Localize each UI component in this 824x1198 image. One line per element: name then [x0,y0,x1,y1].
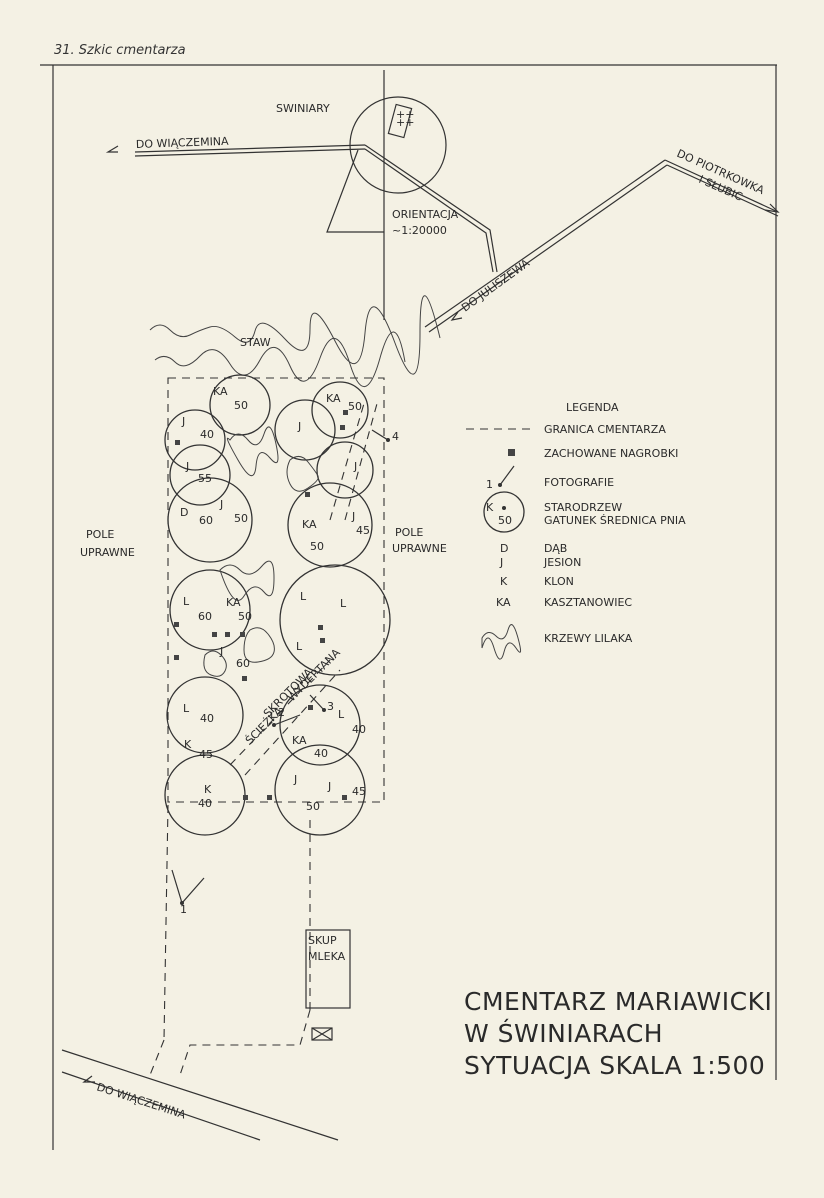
tree-size: 50 [310,540,324,553]
tree-code: KA [302,518,317,531]
field-left-2: UPRAWNE [80,546,135,559]
orientation-scale: ~1:20000 [392,224,447,237]
tree-code: K [204,783,212,796]
tree-code: L [296,640,303,653]
legend-item-boundary: GRANICA CMENTARZA [544,423,666,436]
tree-code: J [351,510,355,523]
milk-point-label-2: MLEKA [308,950,346,963]
tree-code: J [293,773,297,786]
access-path [61,804,351,1141]
tree-size: 40 [352,723,366,736]
svg-text:2: 2 [278,706,285,719]
svg-text:D: D [500,542,508,555]
svg-text:K: K [486,501,494,514]
legend-item-lilac: KRZEWY LILAKA [544,632,633,645]
title-line-3: SYTUACJA SKALA 1:500 [464,1051,765,1080]
legend-item-photos: FOTOGRAFIE [544,476,614,489]
tree-size: 45 [352,785,366,798]
tree-size: 50 [234,399,248,412]
road-label-west-top: DO WIĄCZEMINA [136,135,230,151]
legend-item-old-trees: STARODRZEW [544,501,622,514]
photo-points: 4 2 3 1 [171,429,399,916]
frame [40,64,777,1150]
svg-text:++: ++ [396,108,414,121]
tree-code: J [327,780,331,793]
field-right-1: POLE [395,526,423,539]
page-header: 31. Szkic cmentarza [54,43,186,58]
tree-size: 40 [200,712,214,725]
tree-size: 45 [199,748,213,761]
legend-item-maple: KLON [544,575,574,588]
orientation-label: ORIENTACJA [392,208,459,221]
tree-size: 40 [314,747,328,760]
tree-size: 40 [200,428,214,441]
pond [149,295,441,387]
tree-code: D [180,506,188,519]
field-left-1: POLE [86,528,114,541]
svg-text:3: 3 [327,700,334,713]
svg-text:KA: KA [496,596,511,609]
tree-code: J [219,498,223,511]
village-label: SWINIARY [276,102,330,115]
legend-item-ash: JESION [543,556,581,569]
legend-title: LEGENDA [566,401,619,414]
tree-crowns [164,374,391,836]
svg-text:++: ++ [396,116,414,129]
legend-item-chestnut: KASZTANOWIEC [544,596,632,609]
tree-size: 50 [238,610,252,623]
legend-item-graves: ZACHOWANE NAGROBKI [544,447,678,460]
title-line-2: W ŚWINIARACH [464,1018,663,1048]
location-map: ++ ++ [105,70,780,333]
lilac-shrubs [203,426,319,677]
tree-code: K [184,738,192,751]
tree-size: 60 [198,610,212,623]
tree-size: 50 [348,400,362,413]
tree-code: KA [226,596,241,609]
cemetery-boundary [167,377,385,803]
tree-code: L [340,597,347,610]
tree-code: J [219,645,223,658]
svg-text:K: K [500,575,508,588]
field-right-2: UPRAWNE [392,542,447,555]
svg-text:50: 50 [498,514,512,527]
svg-text:4: 4 [392,430,399,443]
tree-code: L [338,708,345,721]
svg-text:J: J [499,556,503,569]
tree-code: J [353,460,357,473]
tree-size: 50 [234,512,248,525]
legend: LEGENDA GRANICA CMENTARZA ZACHOWANE NAGR… [466,401,686,660]
tree-code: J [297,420,301,433]
cemetery-mark [387,103,413,139]
tree-size: 60 [236,657,250,670]
title-line-1: CMENTARZ MARIAWICKI [464,987,772,1016]
tree-code: L [300,590,307,603]
tree-size: 55 [198,472,212,485]
milk-point-label-1: SKUP [308,934,337,947]
tree-code: L [183,702,190,715]
tree-code: J [185,460,189,473]
tree-code: KA [326,392,341,405]
tree-size: 40 [198,797,212,810]
trodden-path [229,399,379,776]
tree-labels: KA 50 KA 50 J 40 J J 55 J D 60 J 50 KA 5… [180,385,370,813]
tree-size: 60 [199,514,213,527]
tree-code: J [181,415,185,428]
tree-code: KA [213,385,228,398]
svg-text:1: 1 [486,478,493,491]
tree-size: 45 [356,524,370,537]
gravestones [174,410,348,800]
svg-text:GATUNEK ŚREDNICA PNIA: GATUNEK ŚREDNICA PNIA [544,514,686,527]
pond-label: STAW [240,336,271,349]
tree-code: L [183,595,190,608]
legend-item-oak: DĄB [544,542,567,555]
milk-point-building [305,929,351,1009]
svg-text:1: 1 [180,903,187,916]
tree-size: 50 [306,800,320,813]
tree-code: KA [292,734,307,747]
